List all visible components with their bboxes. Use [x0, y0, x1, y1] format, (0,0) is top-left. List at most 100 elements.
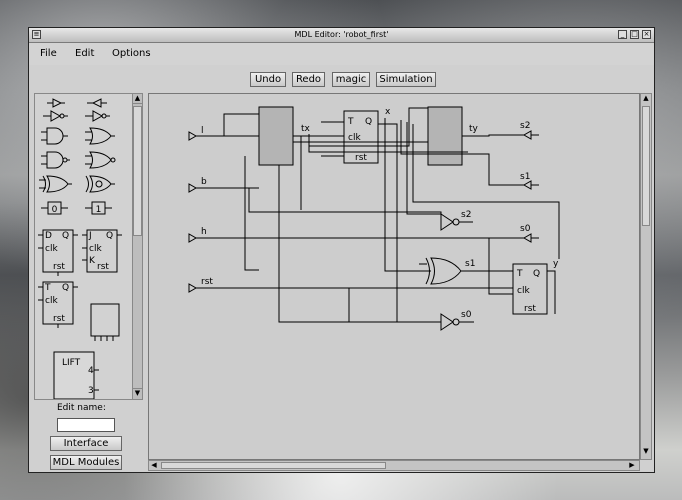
net-y-label: y	[553, 259, 559, 269]
edit-name-label: Edit name:	[57, 403, 106, 413]
dff-d-label: D	[45, 231, 52, 241]
schematic-canvas[interactable]: l b h rst T Q clk rst tx ty x s2 s1 s0 y	[148, 93, 640, 460]
net-s1-label: s1	[465, 259, 475, 269]
tff-bottom-t-label: T	[516, 269, 523, 279]
window-menu-icon[interactable]: ≡	[32, 30, 41, 39]
constant-0-label: 0	[52, 205, 58, 215]
jkff-k-label: K	[89, 256, 96, 266]
net-tx-label: tx	[301, 124, 311, 134]
constant-1-icon[interactable]: 1	[85, 201, 112, 215]
input-l-label: l	[201, 126, 204, 136]
tff-top-clk-label: clk	[348, 133, 361, 143]
buffer-gate-reverse-icon[interactable]	[87, 98, 107, 108]
canvas-horizontal-scrollbar[interactable]: ◀ ▶	[148, 460, 640, 471]
net-s0-label: s0	[461, 310, 472, 320]
input-b-label: b	[201, 177, 207, 187]
minimize-icon[interactable]: _	[618, 30, 627, 39]
jkff-rst-label: rst	[97, 262, 109, 272]
input-port-l[interactable]: l	[188, 126, 261, 141]
edit-name-input[interactable]	[57, 418, 115, 432]
xnor-gate-icon[interactable]	[85, 175, 115, 193]
output-s1-label: s1	[520, 172, 530, 182]
mdl-modules-button[interactable]: MDL Modules	[50, 455, 122, 470]
palette-scroll-thumb[interactable]	[133, 106, 142, 236]
jk-flipflop-icon[interactable]: J Q clk K rst	[82, 229, 122, 273]
output-s2-label: s2	[520, 121, 530, 131]
d-flipflop-icon[interactable]: D Q clk rst	[38, 229, 78, 276]
redo-button[interactable]: Redo	[292, 72, 325, 87]
input-port-h[interactable]: h	[188, 227, 471, 243]
hscroll-thumb[interactable]	[161, 462, 386, 469]
menu-bar: File Edit Options	[29, 43, 654, 65]
simulation-button[interactable]: Simulation	[376, 72, 436, 87]
tff-t-label: T	[44, 283, 51, 293]
tff-q-label: Q	[62, 283, 69, 293]
title-bar[interactable]: ≡ MDL Editor: 'robot_first' _ □ ×	[29, 28, 654, 43]
tff-rst-label: rst	[53, 314, 65, 324]
lift-module-label: LIFT	[62, 358, 81, 368]
not-gate-icon[interactable]	[43, 110, 68, 122]
jkff-clk-label: clk	[89, 244, 102, 254]
dff-q-label: Q	[62, 231, 69, 241]
or-gate-icon[interactable]	[85, 127, 115, 145]
canvas-vertical-scrollbar[interactable]: ▲ ▼	[640, 93, 652, 460]
component-palette: 0 1 D Q clk rst J Q clk K rst	[34, 93, 143, 400]
menu-options[interactable]: Options	[112, 48, 151, 59]
tff-clk-label: clk	[45, 296, 58, 306]
tff-bottom[interactable]: T Q clk rst	[512, 263, 548, 315]
constant-1-label: 1	[96, 205, 102, 215]
dff-rst-label: rst	[53, 262, 65, 272]
palette-gates: 0 1 D Q clk rst J Q clk K rst	[38, 98, 122, 399]
mdl-editor-window: ≡ MDL Editor: 'robot_first' _ □ × File E…	[28, 27, 655, 473]
menu-edit[interactable]: Edit	[75, 48, 95, 59]
vscroll-down-icon[interactable]: ▼	[643, 447, 649, 455]
jkff-q-label: Q	[106, 231, 113, 241]
output-port-s0[interactable]: s0	[520, 224, 539, 243]
not-gate-alt-icon[interactable]	[85, 110, 110, 122]
input-h-label: h	[201, 227, 207, 237]
t-flipflop-icon[interactable]: T Q clk rst	[38, 281, 78, 328]
net-x-label: x	[385, 107, 391, 117]
input-rst-label: rst	[201, 277, 213, 287]
constant-0-icon[interactable]: 0	[41, 201, 68, 215]
module-block-2[interactable]	[427, 106, 463, 166]
input-port-rst[interactable]: rst	[188, 277, 449, 293]
buffer-gate-icon[interactable]	[47, 98, 65, 108]
magic-button[interactable]: magic	[332, 72, 370, 87]
scroll-up-icon[interactable]: ▲	[133, 94, 142, 104]
palette-scrollbar[interactable]: ▲ ▼	[132, 94, 142, 399]
and-gate-icon[interactable]	[41, 127, 68, 145]
tff-top-q-label: Q	[365, 117, 372, 127]
nand-gate-icon[interactable]	[41, 151, 70, 169]
generic-module-icon[interactable]	[90, 303, 120, 341]
schematic-drawing: l b h rst T Q clk rst tx ty x s2 s1 s0 y	[188, 106, 560, 331]
net-ty-label: ty	[469, 124, 479, 134]
lift-module-icon[interactable]: LIFT 4 3	[53, 351, 99, 399]
interface-button[interactable]: Interface	[50, 436, 122, 451]
maximize-icon[interactable]: □	[630, 30, 639, 39]
dff-clk-label: clk	[45, 244, 58, 254]
menu-file[interactable]: File	[40, 48, 57, 59]
tff-bottom-clk-label: clk	[517, 286, 530, 296]
tff-bottom-rst-label: rst	[524, 304, 536, 314]
tff-top[interactable]: T Q clk rst	[343, 110, 379, 164]
vscroll-up-icon[interactable]: ▲	[643, 94, 649, 102]
scroll-down-icon[interactable]: ▼	[133, 388, 142, 397]
hscroll-left-icon[interactable]: ◀	[151, 461, 157, 469]
output-port-s1[interactable]: s1	[520, 172, 539, 190]
undo-button[interactable]: Undo	[250, 72, 286, 87]
hscroll-right-icon[interactable]: ▶	[629, 461, 635, 469]
lift-pin4-label: 4	[88, 366, 94, 376]
nor-gate-icon[interactable]	[85, 151, 116, 169]
vscroll-thumb[interactable]	[642, 106, 650, 226]
output-port-s2[interactable]: s2	[520, 121, 539, 140]
window-title: MDL Editor: 'robot_first'	[294, 30, 389, 39]
output-s0-label: s0	[520, 224, 531, 234]
module-block-1[interactable]	[258, 106, 294, 166]
lift-pin3-label: 3	[88, 386, 94, 396]
jkff-j-label: J	[88, 231, 92, 241]
close-icon[interactable]: ×	[642, 30, 651, 39]
tff-top-rst-label: rst	[355, 153, 367, 163]
net-s2-label: s2	[461, 210, 471, 220]
xor-gate-icon[interactable]	[39, 175, 72, 193]
